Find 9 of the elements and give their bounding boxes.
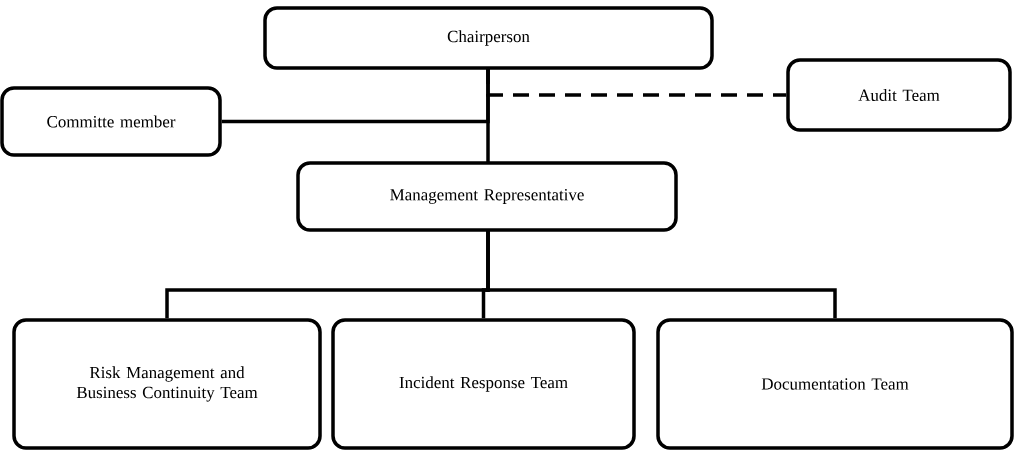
org-box: Risk Management and Business Continuity Team	[12, 318, 322, 450]
org-box: Management Representative	[296, 161, 678, 232]
org-box: Documentation Team	[656, 318, 1014, 450]
connector-line	[486, 230, 837, 319]
dashed-connector	[486, 68, 787, 97]
org-box: Incident Response Team	[331, 318, 636, 450]
org-box: Audit Team	[786, 58, 1012, 132]
org-box: Chairperson	[263, 6, 714, 70]
org-box: Committe member	[0, 86, 222, 157]
